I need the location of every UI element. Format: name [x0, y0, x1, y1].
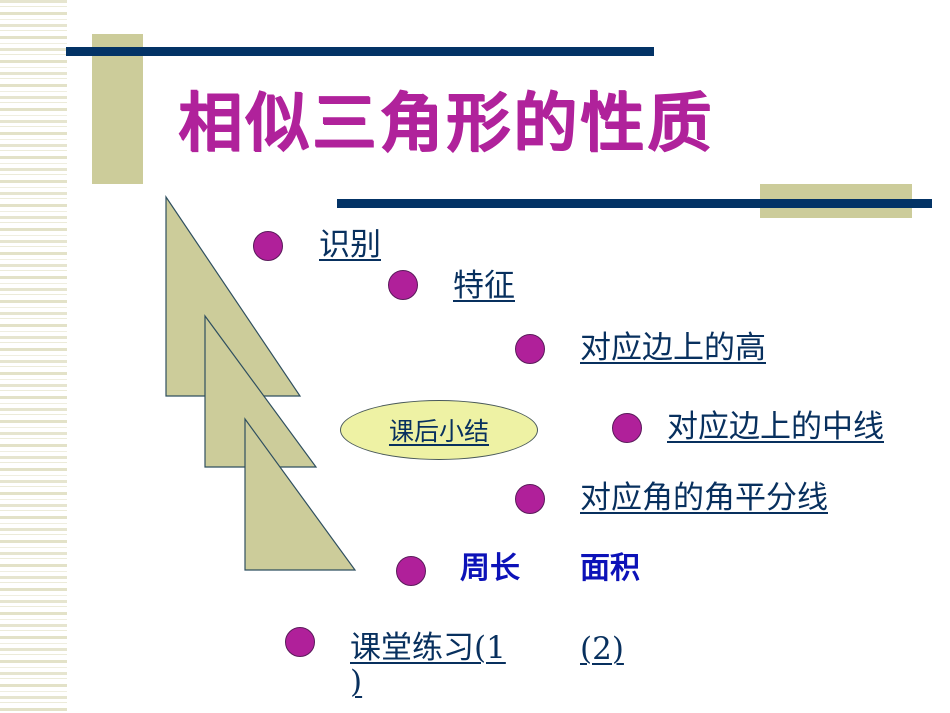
bullet-icon — [515, 484, 545, 514]
link-corresponding-median[interactable]: 对应边上的中线 — [667, 409, 884, 445]
practice-1-line2: ) — [350, 664, 363, 700]
title-accent-block — [92, 34, 143, 184]
bullet-icon — [612, 413, 642, 443]
decorative-stripes — [0, 0, 67, 713]
bullet-icon — [515, 334, 545, 364]
bullet-icon — [253, 231, 283, 261]
triangle-small — [244, 417, 357, 571]
summary-button-label: 课后小结 — [388, 417, 489, 446]
bullet-icon — [285, 627, 315, 657]
slide-title: 相似三角形的性质 — [178, 87, 714, 161]
area-label: 面积 — [580, 551, 640, 586]
lower-divider-bar — [337, 199, 932, 208]
link-features[interactable]: 特征 — [453, 268, 515, 304]
bullet-icon — [396, 556, 426, 586]
link-practice-2[interactable]: (2) — [580, 631, 624, 667]
bullet-icon — [388, 270, 418, 300]
top-divider-bar — [66, 47, 654, 56]
link-practice-1[interactable]: 课堂练习(1 ) — [350, 631, 506, 699]
link-corresponding-angle-bisector[interactable]: 对应角的角平分线 — [580, 480, 828, 516]
link-corresponding-height[interactable]: 对应边上的高 — [580, 330, 766, 366]
link-recognize[interactable]: 识别 — [319, 227, 381, 263]
perimeter-label: 周长 — [460, 551, 520, 586]
practice-1-line1: 课堂练习(1 — [350, 630, 506, 666]
summary-button[interactable]: 课后小结 — [340, 400, 538, 460]
